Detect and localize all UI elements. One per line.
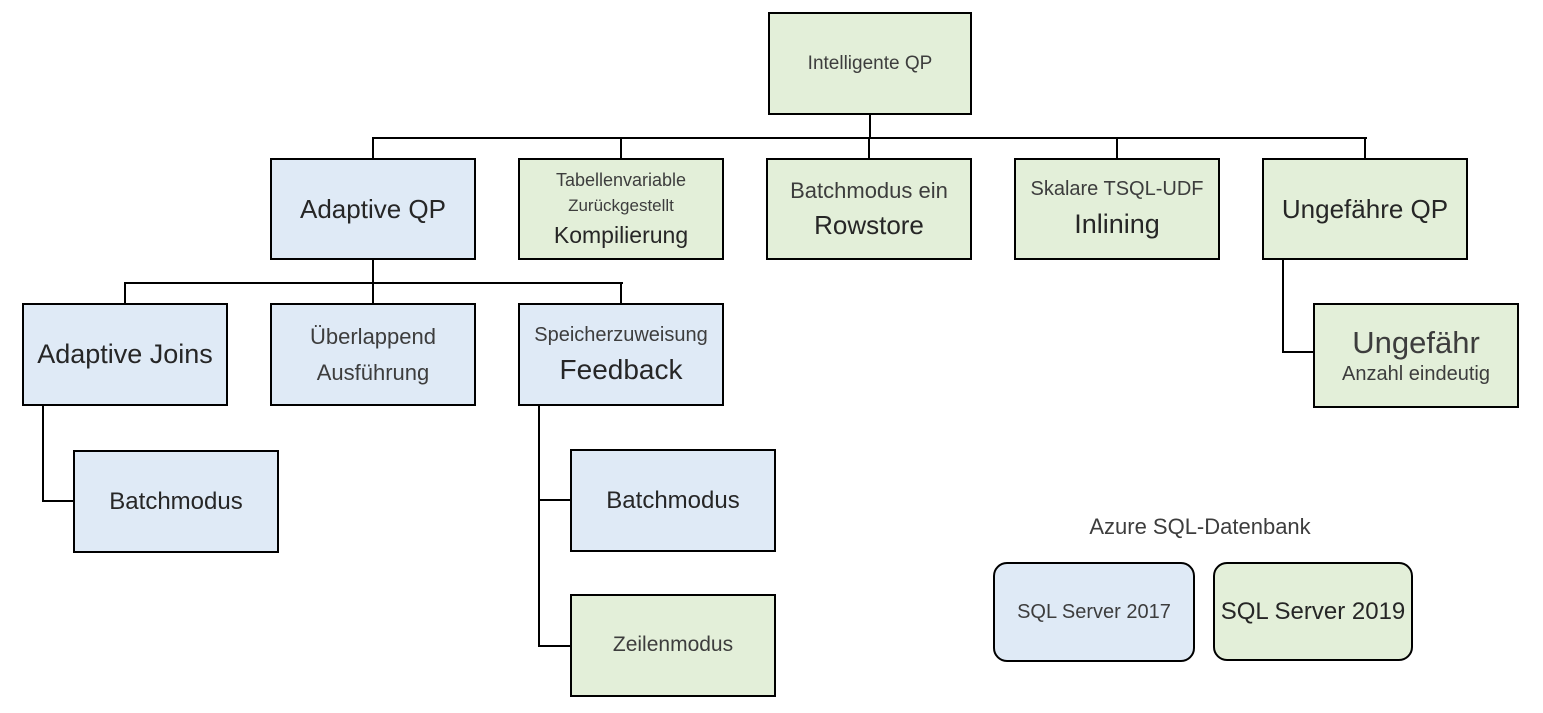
legend-item-sql-server-2019: SQL Server 2019	[1213, 562, 1413, 661]
legend-title: Azure SQL-Datenbank	[1089, 514, 1311, 539]
node-label: Intelligente QP	[807, 52, 933, 74]
node-label-line2: Rowstore	[814, 209, 924, 240]
node-zeilenmodus: Zeilenmodus	[570, 594, 776, 697]
connector-joins-horizontal	[42, 500, 74, 502]
node-label-line1: Speicherzuweisung	[534, 323, 708, 346]
connector-drop-adaptive-joins	[124, 282, 126, 303]
node-label: Zeilenmodus	[612, 633, 734, 657]
node-speicherzuweisung-feedback: Speicherzuweisung Feedback	[518, 303, 724, 406]
connector-drop-batchmodus-rowstore	[868, 137, 870, 158]
node-label-line1: Überlappend	[310, 324, 436, 349]
connector-drop-ueberlappend	[372, 282, 374, 303]
connector-ungefaehr-vertical	[1282, 260, 1284, 353]
node-label-line1: Tabellenvariable	[555, 169, 687, 190]
node-ungefaehre-qp: Ungefähre QP	[1262, 158, 1468, 260]
connector-feedback-vertical	[538, 406, 540, 647]
node-label-line1: Skalare TSQL-UDF	[1030, 177, 1204, 200]
node-label-line2: Zurückgestellt	[568, 196, 674, 216]
legend-item-label: SQL Server 2019	[1220, 597, 1406, 625]
connector-ungefaehr-horizontal	[1282, 351, 1314, 353]
node-label-line1: Batchmodus ein	[790, 178, 948, 203]
node-label: Adaptive Joins	[37, 338, 213, 369]
node-label-line2: Inlining	[1074, 208, 1160, 239]
connector-feedback-horizontal-1	[538, 499, 571, 501]
connector-joins-vertical	[42, 406, 44, 502]
node-batchmodus-ein-rowstore: Batchmodus ein Rowstore	[766, 158, 972, 260]
connector-drop-speicherzuweisung	[620, 282, 622, 303]
connector-level2-bus	[125, 282, 623, 284]
node-label: Batchmodus	[109, 487, 243, 515]
connector-level1-bus	[373, 137, 1367, 139]
node-label-line3: Kompilierung	[553, 221, 689, 248]
node-label: Adaptive QP	[300, 193, 446, 224]
connector-drop-tabellenvariable	[620, 137, 622, 158]
connector-drop-skalare-udf	[1116, 137, 1118, 158]
node-label: Batchmodus	[606, 486, 740, 514]
node-label-line2: Ausführung	[316, 359, 430, 385]
node-batchmodus-under-adaptive-joins: Batchmodus	[73, 450, 279, 553]
node-label: Ungefähre QP	[1281, 193, 1449, 224]
node-adaptive-qp: Adaptive QP	[270, 158, 476, 260]
legend-item-label: SQL Server 2017	[1017, 600, 1171, 623]
node-tabellenvariable-zurueckgestellt-kompilierung: Tabellenvariable Zurückgestellt Kompilie…	[518, 158, 724, 260]
node-skalare-tsql-udf-inlining: Skalare TSQL-UDF Inlining	[1014, 158, 1220, 260]
connector-drop-ungefaehre-qp	[1364, 137, 1366, 158]
node-label-line2: Feedback	[559, 353, 683, 385]
node-label-line1: Ungefähr	[1352, 324, 1480, 360]
node-batchmodus-under-feedback: Batchmodus	[570, 449, 776, 552]
node-label-line2: Anzahl eindeutig	[1342, 363, 1490, 386]
connector-root-stub	[869, 115, 871, 138]
node-ueberlappend-ausfuehrung: Überlappend Ausführung	[270, 303, 476, 406]
node-adaptive-joins: Adaptive Joins	[22, 303, 228, 406]
connector-drop-adaptive-qp	[372, 137, 374, 158]
legend-item-sql-server-2017: SQL Server 2017	[993, 562, 1195, 662]
connector-adaptive-qp-stub	[372, 260, 374, 283]
node-ungefaehr-anzahl-eindeutig: Ungefähr Anzahl eindeutig	[1313, 303, 1519, 408]
node-intelligente-qp: Intelligente QP	[768, 12, 972, 115]
connector-feedback-horizontal-2	[538, 645, 571, 647]
